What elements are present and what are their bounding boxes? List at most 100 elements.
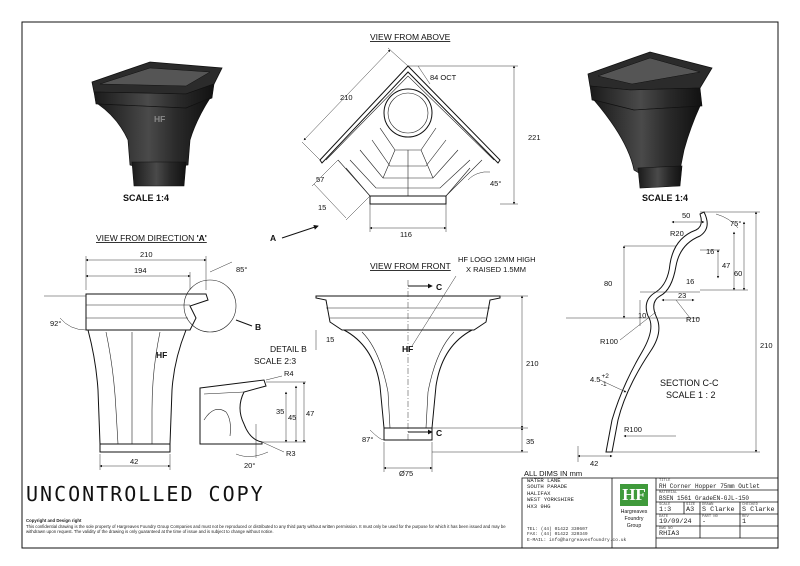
dim-above-15: 15: [318, 203, 326, 212]
address-line: SOUTH PARADE: [527, 483, 568, 491]
dim-section-r100-top: R100: [600, 337, 618, 346]
dim-section-210: 210: [760, 341, 773, 350]
dim-above-45deg: 45°: [490, 179, 501, 188]
date-value: 19/09/24: [659, 518, 692, 526]
dim-detail-r3: R3: [286, 449, 296, 458]
view-above-title: VIEW FROM ABOVE: [370, 32, 451, 42]
company-email[interactable]: E-MAIL: info@hargreavesfoundry.co.uk: [527, 537, 627, 543]
copyright-heading: Copyright and Design right: [26, 518, 82, 523]
dim-section-10: 10: [638, 311, 646, 320]
dim-section-r10: R10: [686, 315, 700, 324]
dwg-value: RHIA3: [659, 530, 680, 538]
checked-cell: CHECKED S Clarke: [742, 503, 778, 514]
rev-cell: REV 1: [742, 515, 778, 526]
address-line: HALIFAX: [527, 489, 551, 497]
dwg-label: DWG NO: [659, 527, 673, 531]
drawn-label: DRAWN: [702, 503, 714, 507]
dim-detail-47: 47: [306, 409, 314, 418]
company-address: WATER LANE SOUTH PARADE HALIFAX WEST YOR…: [527, 477, 574, 510]
address-line: HX3 9HG: [527, 502, 551, 510]
title-block-frame: [521, 477, 779, 549]
view-direction-a-drawing: HF: [44, 256, 253, 470]
scale-label-right: SCALE 1:4: [642, 193, 688, 203]
scale-label-left: SCALE 1:4: [123, 193, 169, 203]
company-tel: TEL: (44) 01422 330607: [527, 527, 588, 532]
dim-detail-20deg: 20°: [244, 461, 255, 470]
dim-front-87deg: 87°: [362, 435, 373, 444]
size-label: SIZE: [686, 503, 696, 507]
copyright-notice: Copyright and Design right This confiden…: [26, 518, 518, 535]
company-logo: HF Hargreaves Foundry Group: [614, 482, 654, 544]
dim-dira-92deg: 92°: [50, 319, 61, 328]
material-value: BSEN 1561 GradeEN-GJL-150: [659, 495, 750, 502]
dim-front-15: 15: [326, 335, 334, 344]
detail-b-scale: SCALE 2:3: [254, 356, 296, 366]
view-arrow-a: [281, 224, 319, 239]
section-label-c-top: C: [436, 282, 442, 292]
section-label-c-bottom: C: [436, 428, 442, 438]
checked-label: CHECKED: [742, 503, 758, 507]
dim-section-50: 50: [682, 211, 690, 220]
sheet-border: [21, 21, 779, 549]
view-direction-a-title: VIEW FROM DIRECTION 'A': [96, 233, 207, 243]
dim-detail-45: 45: [288, 413, 296, 422]
drawn-value: S Clarke: [702, 506, 735, 514]
logo-name-3: Group: [626, 523, 642, 529]
checked-value: S Clarke: [742, 506, 775, 514]
dim-dira-85deg: 85°: [236, 265, 247, 274]
logo-name-1: Hargreaves: [620, 509, 648, 515]
label-b: B: [255, 322, 261, 332]
svg-text:HF: HF: [156, 350, 167, 360]
size-cell: SIZE A3: [686, 503, 700, 514]
title-value: RH Corner Hopper 75mm Outlet: [659, 483, 760, 490]
dim-dira-194: 194: [134, 266, 147, 275]
section-cc-drawing: [566, 211, 760, 462]
title-label: TITLE: [659, 479, 671, 483]
address-line: WEST YORKSHIRE: [527, 496, 574, 504]
dim-above-210: 210: [340, 93, 353, 102]
dim-front-35: 35: [526, 437, 534, 446]
rev-label: REV: [742, 515, 749, 519]
date-label: DATE: [659, 515, 669, 519]
logo-name-2: Foundry: [624, 516, 644, 522]
dim-above-221: 221: [528, 133, 541, 142]
size-value: A3: [686, 506, 695, 514]
view-above-drawing: [301, 47, 518, 232]
dim-section-47: 47: [722, 261, 730, 270]
dim-detail-r4: R4: [284, 369, 294, 378]
scale-cell: SCALE 1:3: [659, 503, 683, 514]
dim-section-23: 23: [678, 291, 686, 300]
dim-section-80: 80: [604, 279, 612, 288]
material-label: MATERIAL: [659, 491, 678, 495]
part-value: -: [702, 518, 707, 526]
dim-above-116: 116: [400, 230, 412, 239]
drawn-cell: DRAWN S Clarke: [702, 503, 740, 514]
section-cc-title: SECTION C-C: [660, 378, 719, 388]
detail-b-title: DETAIL B: [270, 344, 307, 354]
detail-b-drawing: [199, 375, 306, 458]
scale-value: 1:3: [659, 506, 672, 514]
dim-section-tolerance: 4.5+2-1: [590, 373, 609, 388]
title-cell: TITLE RH Corner Hopper 75mm Outlet: [659, 479, 777, 490]
svg-text:HF: HF: [402, 344, 413, 354]
dim-section-75deg: 75°: [730, 219, 741, 228]
svg-text:HF: HF: [154, 114, 165, 124]
uncontrolled-copy-watermark: UNCONTROLLED COPY: [26, 482, 265, 506]
view-front-title: VIEW FROM FRONT: [370, 261, 451, 271]
company-fax: FAX: (44) 01422 320349: [527, 532, 588, 538]
dim-above-84oct: 84 OCT: [430, 73, 457, 82]
date-cell: DATE 19/09/24: [659, 515, 699, 526]
dim-section-42: 42: [590, 459, 598, 468]
dim-detail-35: 35: [276, 407, 284, 416]
logo-mark: HF: [620, 484, 648, 506]
dim-above-57: 57: [316, 175, 324, 184]
part-label: PART NO: [702, 515, 718, 519]
rev-value: 1: [742, 518, 747, 526]
dim-front-d75: Ø75: [399, 469, 413, 478]
hopper-render-right: [587, 51, 713, 189]
dwg-cell: DWG NO RHIA3: [659, 527, 777, 538]
all-dims-note: ALL DIMS IN mm: [524, 469, 582, 478]
dim-dira-210: 210: [140, 250, 153, 259]
label-a: A: [270, 233, 276, 243]
